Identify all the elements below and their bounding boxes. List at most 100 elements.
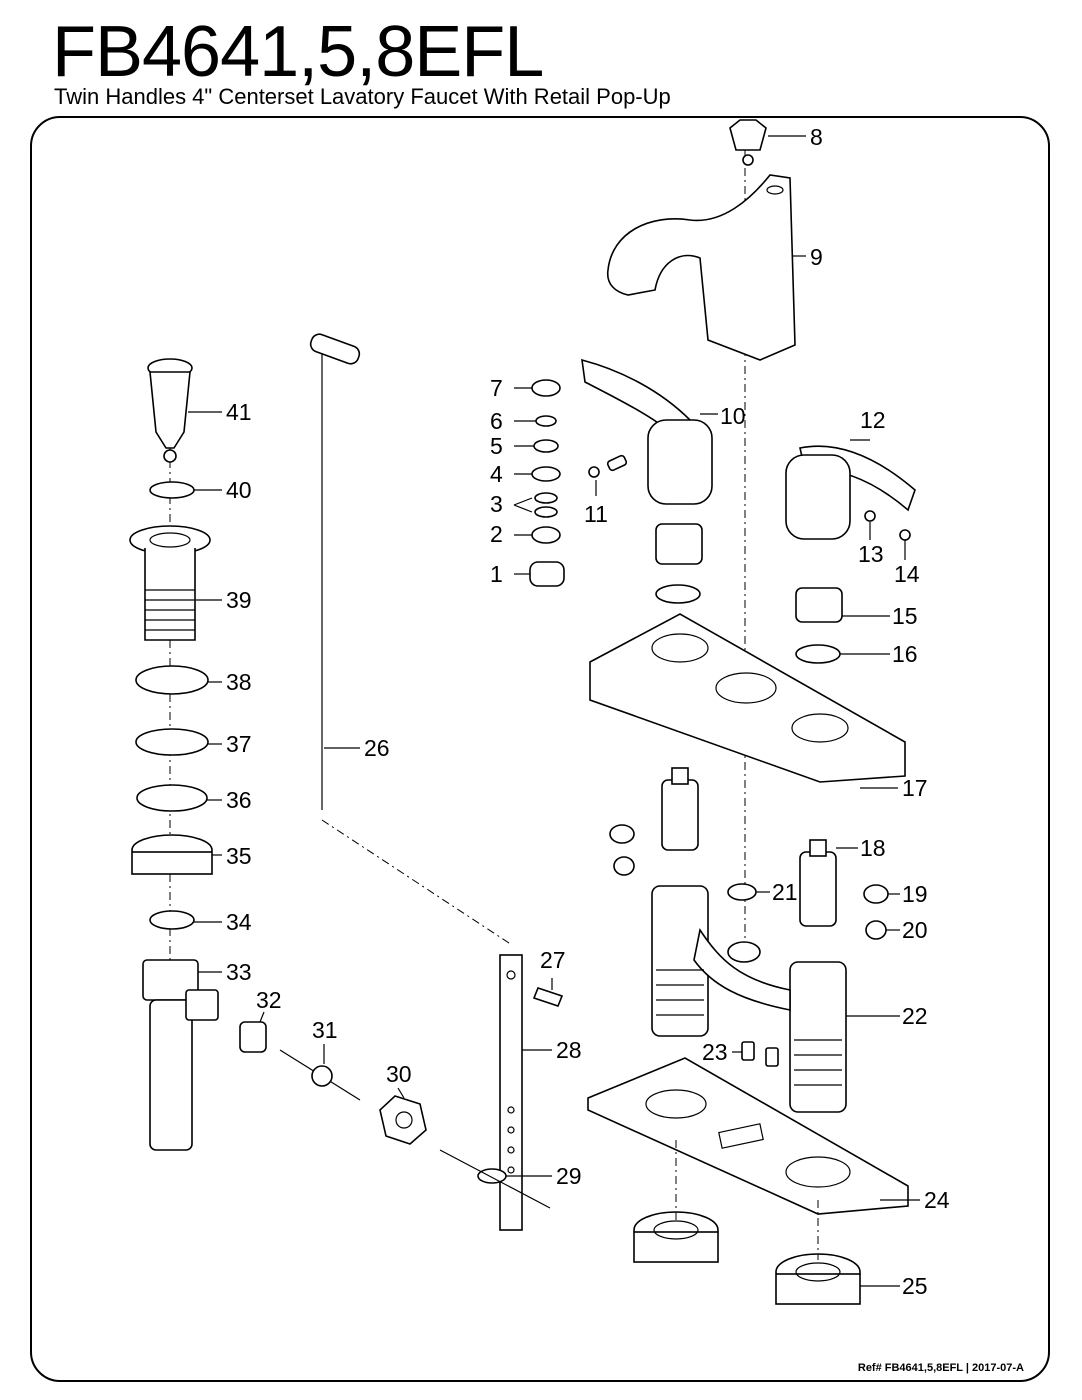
part-40-gasket — [149, 481, 195, 499]
part-28-extension-strap — [499, 954, 523, 1231]
part-25-mounting-nut-left — [633, 1211, 719, 1263]
part-32-washer — [239, 1021, 267, 1053]
diagram-frame — [30, 116, 1050, 1382]
part-18-cartridge-left — [661, 767, 699, 851]
callout-24: 24 — [924, 1187, 950, 1213]
faucet-assembly — [529, 119, 916, 1305]
part-2-housing — [531, 526, 561, 544]
callout-29: 29 — [556, 1163, 582, 1189]
callout-33: 33 — [226, 959, 252, 985]
callout-numbers: 1 2 3 4 5 6 7 8 9 10 11 12 13 14 15 16 1… — [226, 124, 950, 1299]
callout-35: 35 — [226, 843, 252, 869]
part-5-disc — [533, 439, 559, 453]
part-3-screen-bottom — [534, 506, 558, 518]
part-38-washer — [135, 665, 209, 695]
callout-37: 37 — [226, 731, 252, 757]
part-41-pop-up-stopper — [147, 358, 193, 463]
part-35-locknut — [131, 834, 213, 875]
callout-8: 8 — [810, 124, 823, 150]
callout-10: 10 — [720, 403, 746, 429]
callout-23: 23 — [702, 1039, 728, 1065]
page-subtitle: Twin Handles 4" Centerset Lavatory Fauce… — [54, 84, 671, 109]
callout-4: 4 — [490, 461, 503, 487]
callout-22: 22 — [902, 1003, 928, 1029]
part-29-clip — [439, 1149, 551, 1209]
part-11-handle-screw — [588, 454, 628, 478]
callout-21: 21 — [772, 879, 798, 905]
callout-26: 26 — [364, 735, 390, 761]
part-12-handle-right — [785, 445, 916, 540]
seat-left — [609, 824, 635, 844]
callout-41: 41 — [226, 399, 252, 425]
callout-31: 31 — [312, 1017, 338, 1043]
callout-38: 38 — [226, 669, 252, 695]
leader-lines — [188, 135, 920, 1287]
callout-19: 19 — [902, 881, 928, 907]
callout-18: 18 — [860, 835, 886, 861]
callout-16: 16 — [892, 641, 918, 667]
part-27-screw — [532, 987, 564, 1007]
part-16-o-ring-right — [795, 644, 841, 664]
part-3-screen-top — [534, 492, 558, 504]
part-24-base-plate — [587, 1057, 909, 1215]
part-15-bonnet-nut-right — [795, 587, 843, 623]
part-10-handle-left — [581, 358, 713, 505]
callout-9: 9 — [810, 244, 823, 270]
drain-assembly — [129, 358, 427, 1151]
part-7-aerator-washer — [531, 379, 561, 397]
part-18-cartridge-right — [799, 839, 837, 927]
part-33-tailpiece — [142, 959, 219, 1151]
callout-13: 13 — [858, 541, 884, 567]
callout-30: 30 — [386, 1061, 412, 1087]
part-36-washer — [136, 784, 208, 812]
callout-17: 17 — [902, 775, 928, 801]
part-37-washer — [135, 728, 209, 756]
callout-3: 3 — [490, 491, 503, 517]
part-8-button — [729, 119, 767, 166]
part-9-spout — [606, 174, 796, 361]
lift-rod-assembly — [309, 333, 564, 1231]
part-22-valve-body — [651, 885, 847, 1113]
part-1-aerator-shell — [529, 561, 565, 587]
part-23-screw-left — [741, 1041, 755, 1061]
reference-number: Ref# FB4641,5,8EFL | 2017-07-A — [857, 1362, 1024, 1374]
part-20-spring — [865, 920, 887, 940]
callout-7: 7 — [490, 375, 503, 401]
callout-12: 12 — [860, 407, 886, 433]
part-39-drain-body — [129, 525, 211, 641]
callout-34: 34 — [226, 909, 252, 935]
callout-5: 5 — [490, 433, 503, 459]
callout-1: 1 — [490, 561, 503, 587]
callout-27: 27 — [540, 947, 566, 973]
part-6-flow-restrictor — [535, 415, 557, 427]
callout-11: 11 — [584, 501, 608, 527]
o-ring-left — [655, 584, 701, 604]
part-17-escutcheon-plate — [589, 613, 906, 783]
part-25-mounting-nut-right — [775, 1253, 861, 1305]
callout-39: 39 — [226, 587, 252, 613]
callout-2: 2 — [490, 521, 503, 547]
part-19-seat — [863, 884, 889, 904]
part-14-cap — [899, 529, 911, 541]
callout-14: 14 — [894, 561, 920, 587]
callout-40: 40 — [226, 477, 252, 503]
spring-left — [613, 856, 635, 876]
part-4-ring — [531, 466, 561, 482]
callout-25: 25 — [902, 1273, 928, 1299]
callout-20: 20 — [902, 917, 928, 943]
part-30-ball-rod-nut — [379, 1095, 427, 1145]
part-23-screw-right — [765, 1047, 779, 1067]
part-21-o-ring — [727, 883, 757, 901]
page-title: FB4641,5,8EFL — [52, 12, 544, 92]
callout-15: 15 — [892, 603, 918, 629]
callout-36: 36 — [226, 787, 252, 813]
part-31-ball-rod — [279, 1049, 361, 1101]
callout-28: 28 — [556, 1037, 582, 1063]
part-26-lift-rod — [309, 333, 361, 810]
bonnet-nut-left — [655, 523, 703, 565]
part-13-set-screw — [864, 510, 876, 522]
part-34-gasket — [149, 910, 195, 930]
callout-32: 32 — [256, 987, 282, 1013]
callout-6: 6 — [490, 408, 503, 434]
